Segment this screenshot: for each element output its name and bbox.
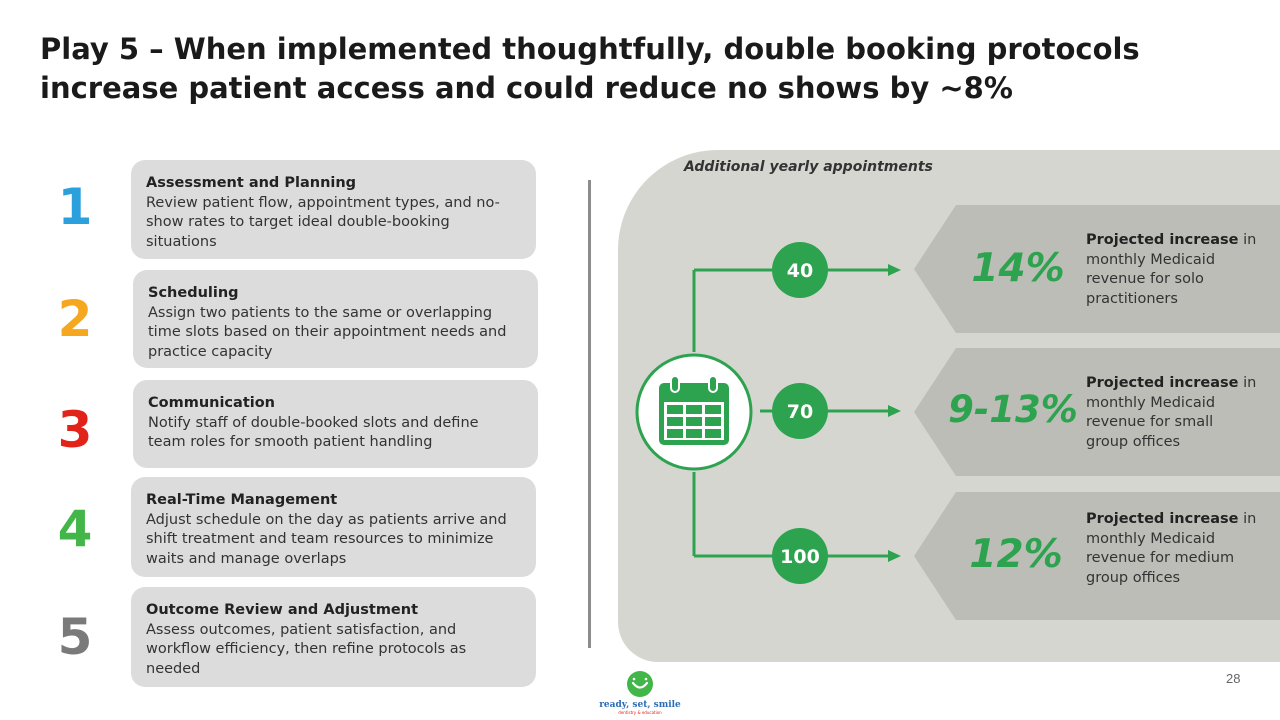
step-card-real-time-management: Real-Time Management Adjust schedule on …	[131, 477, 536, 577]
step-desc-line: workflow efficiency, then refine protoco…	[146, 641, 467, 657]
description-bold: Projected increase	[1086, 511, 1239, 527]
step-desc-line: Notify staff of double-booked slots and …	[148, 414, 479, 431]
description-bold: Projected increase	[1086, 232, 1239, 248]
step-desc-line: Assign two patients to the same or overl…	[148, 304, 493, 321]
step-number-3: 3	[57, 401, 93, 459]
outcome-percent-solo: 14%	[971, 246, 1065, 291]
step-desc-line: show rates to target ideal double-bookin…	[146, 214, 450, 230]
step-number-2: 2	[57, 290, 93, 348]
step-desc-line: Review patient flow, appointment types, …	[146, 194, 500, 211]
outcome-chevron-medium	[914, 492, 1280, 620]
outcome-chevron-small	[914, 348, 1280, 476]
logo-subtext: dentistry & education	[618, 710, 662, 715]
outcome-description-medium: Projected increase in monthly Medicaid r…	[1086, 511, 1257, 586]
step-number-5: 5	[57, 608, 93, 666]
step-desc-line: shift treatment and team resources to mi…	[146, 531, 494, 547]
step-desc-line: Assess outcomes, patient satisfaction, a…	[146, 621, 457, 638]
step-card-scheduling: Scheduling Assign two patients to the sa…	[133, 270, 538, 368]
page-title: Play 5 – When implemented thoughtfully, …	[40, 32, 1140, 105]
outcome-percent-small: 9-13%	[948, 388, 1078, 431]
step-desc-line: time slots based on their appointment ne…	[148, 324, 507, 340]
step-title: Outcome Review and Adjustment	[146, 602, 419, 618]
step-desc-line: team roles for smooth patient handling	[148, 434, 433, 450]
step-desc-line: practice capacity	[148, 343, 273, 360]
panel-label: Additional yearly appointments	[684, 159, 933, 175]
description-bold: Projected increase	[1086, 375, 1239, 391]
outcome-chevron-solo	[914, 205, 1280, 333]
step-title: Scheduling	[148, 285, 239, 301]
outcome-percent-medium: 12%	[969, 532, 1063, 577]
step-desc-line: situations	[146, 233, 217, 250]
logo-text: ready, set, smile	[599, 700, 681, 710]
step-desc-line: waits and manage overlaps	[146, 550, 347, 567]
outcome-description-solo: Projected increase in monthly Medicaid r…	[1086, 232, 1257, 307]
step-title: Real-Time Management	[146, 492, 338, 508]
step-number-1: 1	[57, 178, 93, 236]
step-title: Assessment and Planning	[146, 175, 357, 191]
page-number: 28	[1226, 671, 1241, 686]
step-card-assessment: Assessment and Planning Review patient f…	[131, 160, 536, 259]
vertical-divider	[588, 180, 591, 648]
outcome-description-small: Projected increase in monthly Medicaid r…	[1086, 375, 1257, 450]
brand-logo: ready, set, smile dentistry & education	[599, 671, 681, 715]
step-card-outcome-review: Outcome Review and Adjustment Assess out…	[131, 587, 536, 687]
step-card-communication: Communication Notify staff of double-boo…	[133, 380, 538, 468]
step-desc-line: needed	[146, 660, 201, 677]
step-number-4: 4	[57, 500, 93, 558]
step-desc-line: Adjust schedule on the day as patients a…	[146, 511, 507, 528]
step-title: Communication	[148, 395, 276, 411]
